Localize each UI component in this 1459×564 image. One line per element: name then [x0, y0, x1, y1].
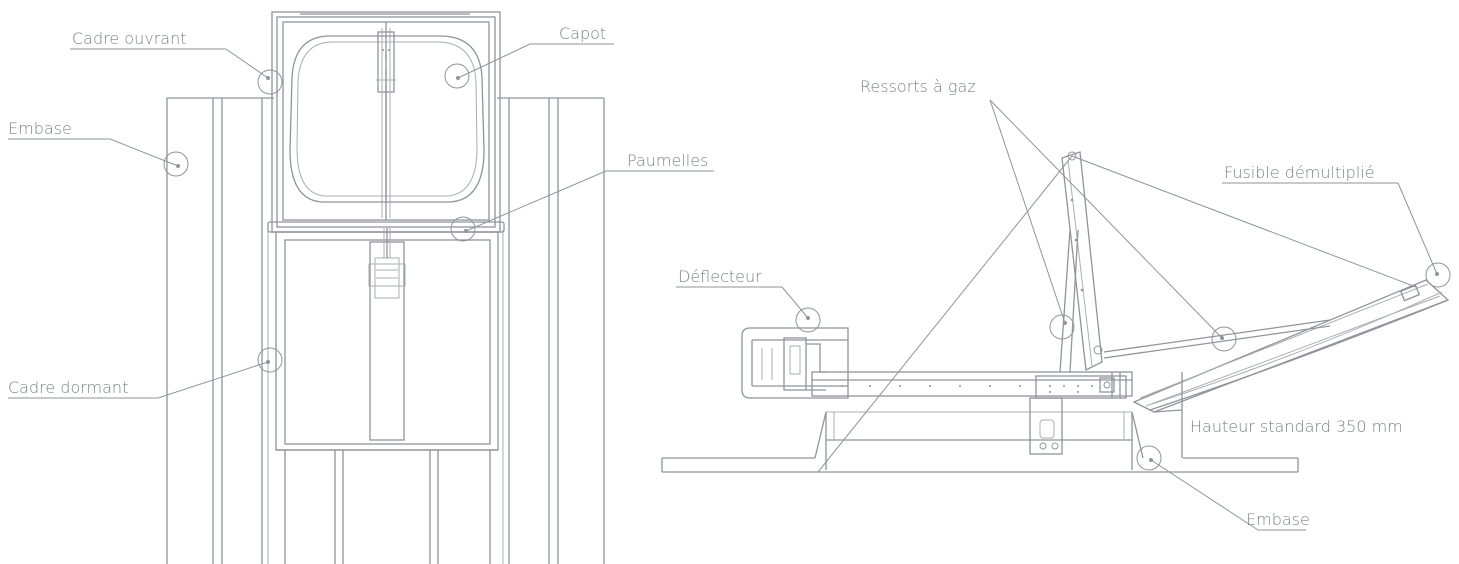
frame-rivets [841, 385, 1093, 393]
label-deflecteur: Déflecteur [678, 267, 762, 286]
side-base [661, 411, 1299, 473]
lower-supports [284, 450, 491, 564]
callout-ressort-2 [1211, 326, 1237, 352]
label-ressorts-a-gaz: Ressorts à gaz [860, 77, 976, 96]
callout-ressort-1 [1049, 314, 1075, 340]
label-paumelles: Paumelles [627, 151, 708, 170]
callout-deflecteur [795, 307, 821, 333]
callout-cadre-ouvrant [257, 69, 283, 95]
callout-capot [444, 63, 470, 89]
callouts-right [676, 99, 1451, 531]
label-capot: Capot [559, 24, 606, 43]
callouts-left [8, 43, 714, 399]
callout-embase-right [1136, 445, 1162, 471]
side-mast [1059, 151, 1103, 373]
callout-paumelles [450, 216, 476, 242]
label-fusible-demultiplie: Fusible démultiplié [1224, 163, 1375, 182]
embase-rails [166, 97, 605, 564]
label-embase-right: Embase [1246, 510, 1310, 529]
front-view [8, 11, 714, 564]
cadre-dormant-frame [275, 228, 499, 451]
labels: Cadre ouvrant Capot Embase Paumelles Cad… [8, 24, 1403, 529]
capot-dome [289, 31, 485, 203]
label-hauteur-standard: Hauteur standard 350 mm [1190, 417, 1403, 436]
callout-cadre-dormant [257, 347, 283, 373]
side-capot-open [1103, 279, 1450, 458]
side-frame [811, 371, 1133, 455]
callout-fusible [1425, 262, 1451, 288]
side-view [661, 99, 1451, 531]
label-embase-left: Embase [8, 119, 72, 138]
label-cadre-dormant: Cadre dormant [8, 378, 128, 397]
side-deflecteur [741, 327, 849, 399]
label-cadre-ouvrant: Cadre ouvrant [72, 29, 186, 48]
callout-embase-left [163, 151, 189, 177]
